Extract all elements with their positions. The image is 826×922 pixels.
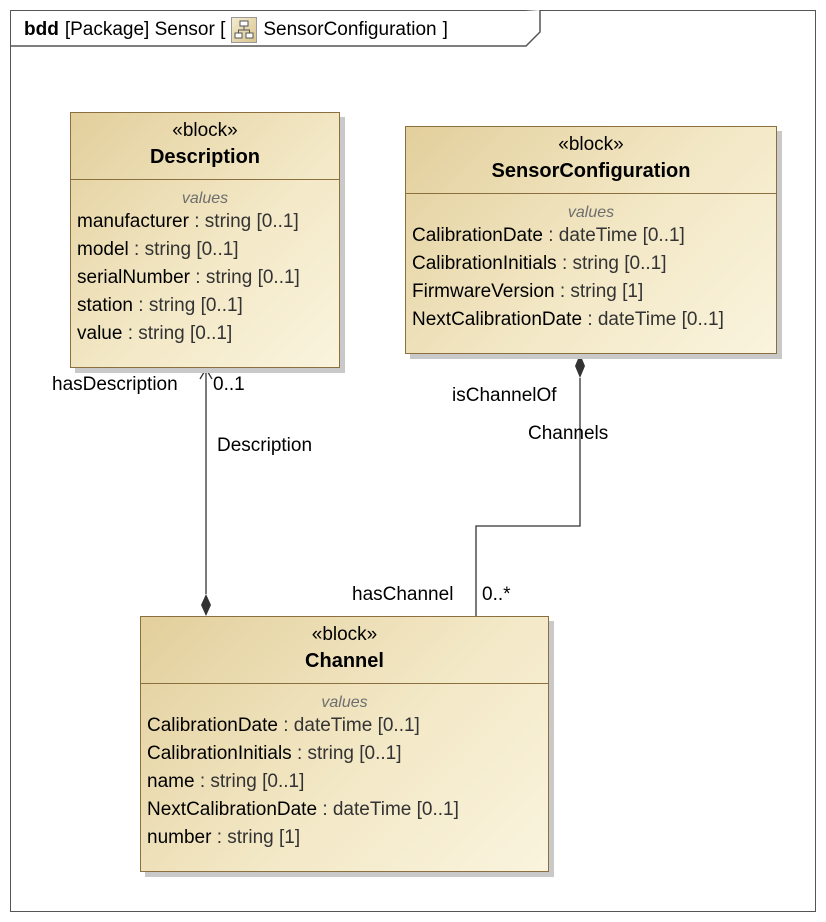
property-row[interactable]: CalibrationInitials : string [0..1] <box>141 740 548 768</box>
property-name: value <box>77 323 123 344</box>
property-row[interactable]: FirmwareVersion : string [1] <box>406 278 776 306</box>
frame-diagram-name: SensorConfiguration <box>263 19 437 40</box>
frame-kind: bdd <box>24 19 59 40</box>
block-name: Description <box>149 146 261 168</box>
property-row[interactable]: manufacturer : string [0..1] <box>71 208 339 236</box>
values-compartment-label: values <box>321 694 368 711</box>
label-is-channel-of: isChannelOf <box>452 385 557 406</box>
property-name: CalibrationDate <box>412 225 543 246</box>
property-name: CalibrationDate <box>147 715 278 736</box>
property-name: name <box>147 771 195 792</box>
frame-title-suffix: ] <box>442 19 448 40</box>
property-name: manufacturer <box>77 211 189 232</box>
property-name: station <box>77 295 133 316</box>
property-type: : string [0..1] <box>296 743 402 764</box>
property-name: number <box>147 827 212 848</box>
property-type: : string [0..1] <box>199 771 305 792</box>
block-header: «block» SensorConfiguration <box>406 127 776 194</box>
property-row[interactable]: serialNumber : string [0..1] <box>71 264 339 292</box>
block-description[interactable]: «block» Description values manufacturer … <box>70 112 340 368</box>
block-header: «block» Channel <box>141 617 548 684</box>
property-row[interactable]: NextCalibrationDate : dateTime [0..1] <box>406 306 776 334</box>
property-row[interactable]: model : string [0..1] <box>71 236 339 264</box>
property-type: : dateTime [0..1] <box>548 225 685 246</box>
values-compartment-label: values <box>567 204 615 221</box>
property-type: : string [0..1] <box>194 211 299 232</box>
property-type: : string [1] <box>216 827 301 848</box>
property-type: : string [0..1] <box>561 253 667 274</box>
description-composition-diamond <box>201 594 211 616</box>
property-name: NextCalibrationDate <box>147 799 318 820</box>
property-name: CalibrationInitials <box>412 253 557 274</box>
label-channel-multiplicity: 0..* <box>482 584 511 605</box>
label-channels-assoc-name: Channels <box>528 423 609 444</box>
property-type: : dateTime [0..1] <box>322 799 459 820</box>
property-type: : string [0..1] <box>127 323 233 344</box>
frame-header-outline <box>10 10 541 47</box>
property-row[interactable]: NextCalibrationDate : dateTime [0..1] <box>141 796 548 824</box>
property-type: : dateTime [0..1] <box>587 309 724 330</box>
property-type: : string [1] <box>559 281 644 302</box>
block-stereotype: «block» <box>311 624 378 645</box>
channels-composition-diamond <box>575 354 585 378</box>
property-type: : string [0..1] <box>134 239 239 260</box>
property-name: model <box>77 239 129 260</box>
property-type: : dateTime [0..1] <box>283 715 420 736</box>
property-row[interactable]: value : string [0..1] <box>71 320 339 348</box>
property-row[interactable]: station : string [0..1] <box>71 292 339 320</box>
block-channel[interactable]: «block» Channel values CalibrationDate :… <box>140 616 549 872</box>
block-name: Channel <box>305 650 384 672</box>
property-row[interactable]: CalibrationDate : dateTime [0..1] <box>141 712 548 740</box>
block-stereotype: «block» <box>558 134 624 155</box>
property-name: FirmwareVersion <box>412 281 555 302</box>
description-assoc-arrowhead <box>199 367 213 380</box>
channels-assoc-line[interactable] <box>475 378 581 616</box>
property-type: : string [0..1] <box>195 267 300 288</box>
property-name: serialNumber <box>77 267 190 288</box>
property-name: CalibrationInitials <box>147 743 292 764</box>
values-compartment-label: values <box>181 190 229 207</box>
label-has-description: hasDescription <box>52 374 178 395</box>
property-row[interactable]: name : string [0..1] <box>141 768 548 796</box>
block-name: SensorConfiguration <box>491 160 691 182</box>
frame-title: bdd [Package] Sensor [ SensorConfigurati… <box>24 17 448 43</box>
property-row[interactable]: number : string [1] <box>141 824 548 852</box>
property-name: NextCalibrationDate <box>412 309 583 330</box>
package-diagram-icon <box>231 17 258 43</box>
label-description-multiplicity: 0..1 <box>213 374 245 395</box>
property-type: : string [0..1] <box>138 295 243 316</box>
diagram-frame <box>10 10 816 912</box>
label-description-assoc-name: Description <box>217 435 313 456</box>
label-has-channel: hasChannel <box>352 584 454 605</box>
block-header: «block» Description <box>71 113 339 180</box>
property-row[interactable]: CalibrationInitials : string [0..1] <box>406 250 776 278</box>
frame-title-prefix: [Package] Sensor [ <box>64 19 226 40</box>
block-sensor-configuration[interactable]: «block» SensorConfiguration values Calib… <box>405 126 777 354</box>
block-stereotype: «block» <box>172 120 238 141</box>
property-row[interactable]: CalibrationDate : dateTime [0..1] <box>406 222 776 250</box>
